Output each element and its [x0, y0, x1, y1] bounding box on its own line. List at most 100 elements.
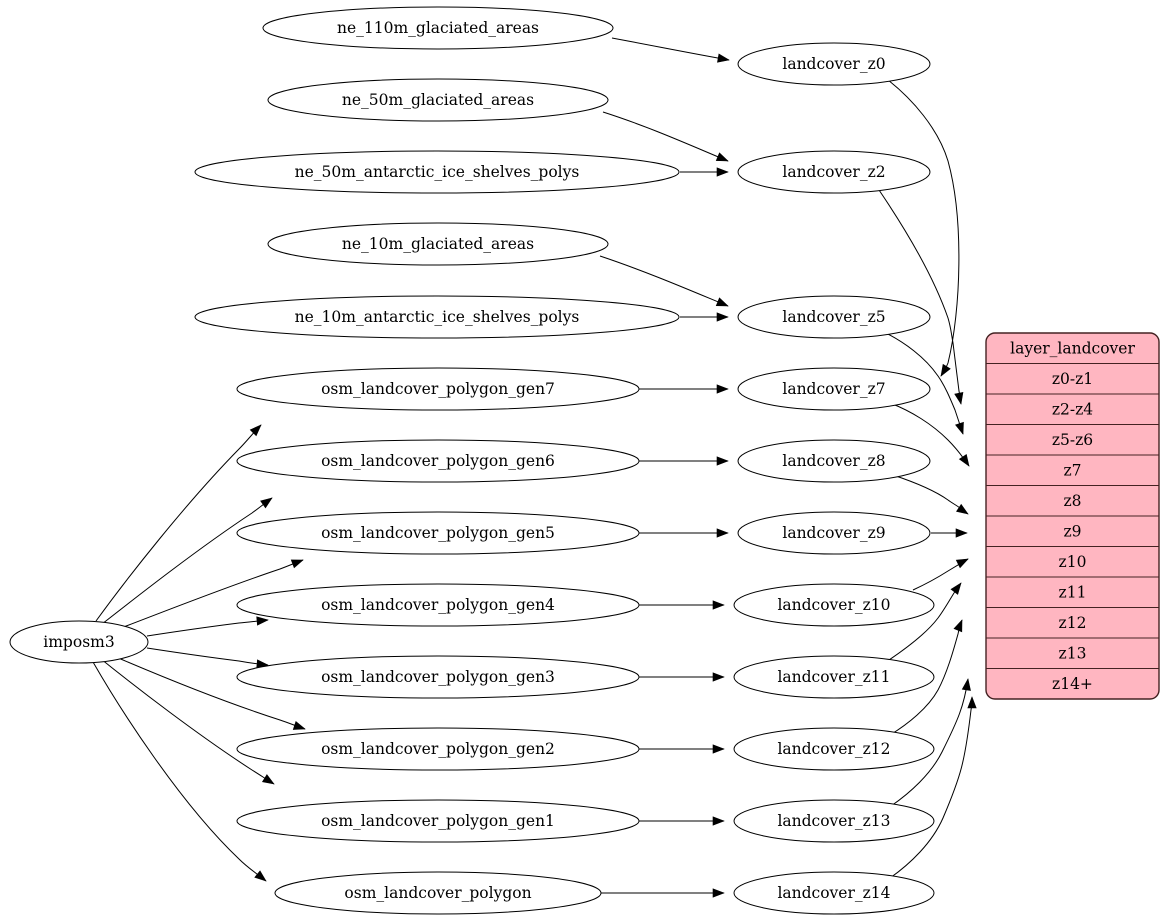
node-landcover_z10[interactable]: landcover_z10: [733, 583, 935, 627]
table-row-label-z0-z1: z0-z1: [1052, 370, 1093, 388]
node-label-landcover_z12: landcover_z12: [777, 740, 890, 758]
edge-ne_50m_antarctic_ice_shelves_polys-to-landcover_z2: [679, 167, 729, 177]
edge-ne_50m_glaciated_areas-to-landcover_z2: [602, 111, 729, 162]
table-row-label-z11: z11: [1059, 583, 1087, 601]
node-label-ne_10m_antarctic_ice_shelves_polys: ne_10m_antarctic_ice_shelves_polys: [295, 308, 580, 326]
node-landcover_z0[interactable]: landcover_z0: [737, 42, 931, 86]
node-landcover_z9[interactable]: landcover_z9: [737, 511, 931, 555]
edge-landcover_z9-to-row_z9: [931, 528, 968, 538]
node-ne_110m_glaciated_areas[interactable]: ne_110m_glaciated_areas: [262, 6, 614, 50]
edge-osm_landcover_polygon_gen6-to-landcover_z8: [639, 456, 729, 466]
edge-imposm3-to-osm_landcover_polygon_gen6: [101, 497, 273, 625]
table-row-z0-z1[interactable]: [986, 363, 1159, 395]
node-ne_10m_glaciated_areas[interactable]: ne_10m_glaciated_areas: [267, 222, 609, 266]
node-imposm3[interactable]: imposm3: [9, 620, 149, 664]
table-header-label: layer_landcover: [1010, 339, 1135, 357]
table-row-label-z14+: z14+: [1052, 675, 1093, 693]
edge-landcover_z11-to-row_z11: [885, 582, 962, 663]
table-row-label-z10: z10: [1059, 553, 1087, 571]
node-osm_landcover_polygon_gen7[interactable]: osm_landcover_polygon_gen7: [236, 367, 640, 411]
node-osm_landcover_polygon_gen3[interactable]: osm_landcover_polygon_gen3: [236, 655, 640, 699]
edge-osm_landcover_polygon_gen3-to-landcover_z11: [639, 672, 725, 682]
table-row-label-z12: z12: [1059, 614, 1087, 632]
edge-landcover_z14-to-row_z14+: [889, 696, 977, 879]
edge-osm_landcover_polygon_gen1-to-landcover_z13: [639, 816, 725, 826]
edges-layer: [92, 37, 977, 898]
edge-landcover_z12-to-row_z12: [889, 619, 963, 736]
node-landcover_z14[interactable]: landcover_z14: [733, 871, 935, 915]
node-ne_50m_glaciated_areas[interactable]: ne_50m_glaciated_areas: [267, 78, 609, 122]
node-label-ne_10m_glaciated_areas: ne_10m_glaciated_areas: [342, 235, 534, 253]
edge-ne_10m_glaciated_areas-to-landcover_z5: [599, 255, 729, 307]
table-row-label-z9: z9: [1063, 522, 1081, 540]
edge-landcover_z7-to-row_z7: [889, 402, 970, 467]
node-ne_50m_antarctic_ice_shelves_polys[interactable]: ne_50m_antarctic_ice_shelves_polys: [194, 150, 680, 194]
node-landcover_z11[interactable]: landcover_z11: [733, 655, 935, 699]
edge-osm_landcover_polygon-to-landcover_z14: [600, 888, 725, 898]
node-label-imposm3: imposm3: [43, 633, 114, 651]
edge-osm_landcover_polygon_gen4-to-landcover_z10: [639, 600, 725, 610]
node-osm_landcover_polygon_gen4[interactable]: osm_landcover_polygon_gen4: [236, 583, 640, 627]
node-label-landcover_z9: landcover_z9: [782, 524, 885, 542]
node-osm_landcover_polygon[interactable]: osm_landcover_polygon: [274, 871, 602, 915]
edge-imposm3-to-osm_landcover_polygon_gen4: [146, 616, 269, 637]
node-label-osm_landcover_polygon: osm_landcover_polygon: [344, 884, 531, 902]
edge-ne_10m_antarctic_ice_shelves_polys-to-landcover_z5: [680, 312, 729, 322]
node-osm_landcover_polygon_gen5[interactable]: osm_landcover_polygon_gen5: [236, 511, 640, 555]
node-osm_landcover_polygon_gen2[interactable]: osm_landcover_polygon_gen2: [236, 727, 640, 771]
node-landcover_z8[interactable]: landcover_z8: [737, 439, 931, 483]
node-landcover_z12[interactable]: landcover_z12: [733, 727, 935, 771]
edge-imposm3-to-osm_landcover_polygon_gen7: [95, 424, 262, 622]
table-row-label-z13: z13: [1059, 644, 1087, 662]
node-label-ne_50m_glaciated_areas: ne_50m_glaciated_areas: [342, 91, 534, 109]
node-osm_landcover_polygon_gen1[interactable]: osm_landcover_polygon_gen1: [236, 799, 640, 843]
edge-landcover_z0-to-row_z0-z1: [887, 79, 960, 377]
node-label-ne_50m_antarctic_ice_shelves_polys: ne_50m_antarctic_ice_shelves_polys: [295, 163, 580, 181]
node-label-landcover_z14: landcover_z14: [777, 884, 890, 902]
node-label-landcover_z13: landcover_z13: [777, 812, 890, 830]
node-label-osm_landcover_polygon_gen1: osm_landcover_polygon_gen1: [321, 812, 555, 830]
edge-osm_landcover_polygon_gen7-to-landcover_z7: [639, 384, 729, 394]
node-label-landcover_z8: landcover_z8: [782, 452, 885, 470]
node-label-landcover_z7: landcover_z7: [782, 380, 885, 398]
node-label-osm_landcover_polygon_gen3: osm_landcover_polygon_gen3: [321, 668, 555, 686]
edge-osm_landcover_polygon_gen2-to-landcover_z12: [638, 744, 725, 754]
edge-landcover_z8-to-row_z8: [892, 474, 969, 515]
edge-imposm3-to-osm_landcover_polygon_gen2: [115, 656, 306, 730]
edge-imposm3-to-osm_landcover_polygon_gen1: [100, 658, 275, 785]
edge-ne_110m_glaciated_areas-to-landcover_z0: [611, 37, 730, 63]
node-landcover_z7[interactable]: landcover_z7: [737, 367, 931, 411]
node-osm_landcover_polygon_gen6[interactable]: osm_landcover_polygon_gen6: [236, 439, 640, 483]
table-row-z14+[interactable]: [986, 668, 1159, 700]
edge-imposm3-to-osm_landcover_polygon_gen3: [146, 647, 269, 669]
table-row-z5-z6[interactable]: [986, 424, 1159, 456]
node-label-ne_110m_glaciated_areas: ne_110m_glaciated_areas: [337, 19, 539, 37]
nodes-layer: imposm3 ne_110m_glaciated_areas ne_50m_gla…: [9, 6, 935, 915]
layer-table-border: [985, 332, 1160, 700]
edge-landcover_z5-to-row_z5-z6: [883, 331, 964, 435]
edge-imposm3-to-osm_landcover_polygon: [92, 661, 267, 882]
node-ne_10m_antarctic_ice_shelves_polys[interactable]: ne_10m_antarctic_ice_shelves_polys: [194, 295, 680, 339]
node-landcover_z2[interactable]: landcover_z2: [737, 150, 931, 194]
table-row-z12[interactable]: [986, 607, 1159, 639]
node-label-landcover_z10: landcover_z10: [777, 596, 890, 614]
node-label-osm_landcover_polygon_gen4: osm_landcover_polygon_gen4: [321, 596, 555, 614]
edge-imposm3-to-osm_landcover_polygon_gen5: [120, 559, 304, 629]
node-label-landcover_z11: landcover_z11: [777, 668, 890, 686]
node-label-landcover_z2: landcover_z2: [782, 163, 885, 181]
table-row-label-z5-z6: z5-z6: [1052, 431, 1093, 449]
node-label-landcover_z0: landcover_z0: [782, 55, 885, 73]
table-header-cell: [986, 333, 1159, 364]
table-row-label-z2-z4: z2-z4: [1052, 400, 1093, 418]
node-landcover_z5[interactable]: landcover_z5: [737, 295, 931, 339]
node-label-osm_landcover_polygon_gen2: osm_landcover_polygon_gen2: [321, 740, 555, 758]
edge-osm_landcover_polygon_gen5-to-landcover_z9: [639, 528, 729, 538]
node-label-landcover_z5: landcover_z5: [782, 308, 885, 326]
node-label-osm_landcover_polygon_gen7: osm_landcover_polygon_gen7: [321, 380, 555, 398]
node-label-osm_landcover_polygon_gen5: osm_landcover_polygon_gen5: [321, 524, 555, 542]
edge-landcover_z13-to-row_z13: [890, 678, 971, 807]
node-landcover_z13[interactable]: landcover_z13: [733, 799, 935, 843]
table-row-label-z7: z7: [1063, 461, 1081, 479]
